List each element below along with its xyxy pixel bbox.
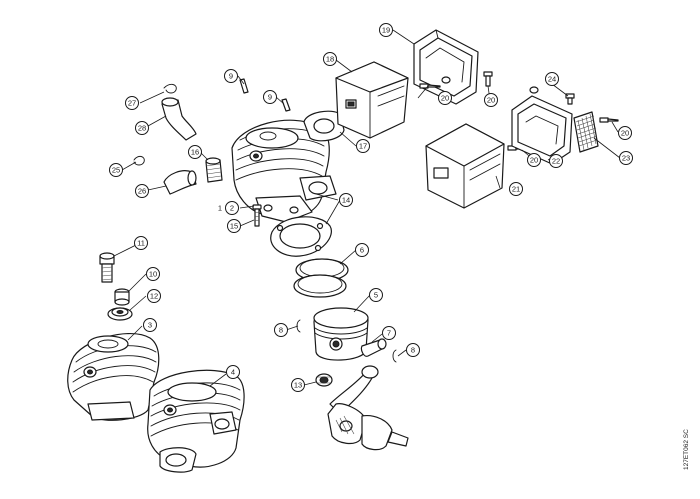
callout-label: 7 [387, 329, 391, 338]
callout-label: 9 [268, 93, 272, 102]
needle-cage [315, 373, 333, 387]
callout-label: 8 [411, 346, 415, 355]
callout-8-left: 8 [274, 323, 288, 337]
cylinder-assembly [231, 119, 337, 223]
callout-label: 28 [138, 124, 146, 133]
cylinder-screw [252, 204, 262, 227]
callout-label: 20 [487, 96, 495, 105]
callout-label: 20 [530, 156, 538, 165]
callout-label: 17 [359, 142, 367, 151]
callout-25: 25 [109, 163, 123, 177]
dowel-pins [239, 78, 291, 112]
elbow-connector-upper [161, 97, 197, 141]
callout-label: 24 [548, 75, 556, 84]
cylinder-head [67, 333, 160, 421]
callout-16: 16 [188, 145, 202, 159]
callout-12: 12 [147, 289, 161, 303]
piston-pin [360, 338, 387, 357]
callout-20-c: 20 [527, 153, 541, 167]
muffler-housing-rear [335, 61, 409, 139]
callout-label: 20 [621, 129, 629, 138]
callout-label: 10 [149, 270, 157, 279]
drawing-reference-code: 127ET062 SC [683, 429, 690, 470]
callout-label: 20 [441, 94, 449, 103]
callout-20-d: 20 [618, 126, 632, 140]
callout-label: 19 [382, 26, 390, 35]
callout-23: 23 [619, 151, 633, 165]
callout-17: 17 [356, 139, 370, 153]
callout-6: 6 [355, 243, 369, 257]
callout-label: 18 [326, 55, 334, 64]
callout-label: 11 [137, 239, 145, 248]
callout-label: 2 [230, 204, 234, 213]
cylinder-alt [147, 369, 245, 473]
callout-1-2: 1 2 [218, 201, 239, 215]
callout-18: 18 [323, 52, 337, 66]
callout-27: 27 [125, 96, 139, 110]
callout-20-b: 20 [484, 93, 498, 107]
callout-label: 5 [374, 291, 378, 300]
piston-rings [293, 258, 349, 298]
cover-screw [565, 93, 575, 105]
callout-label: 22 [552, 157, 560, 166]
callout-20-a: 20 [438, 91, 452, 105]
callout-21: 21 [509, 182, 523, 196]
callout-22: 22 [549, 154, 563, 168]
callout-label: 15 [230, 222, 238, 231]
spark-arrestor-screen [573, 111, 599, 153]
callout-10: 10 [146, 267, 160, 281]
callout-11: 11 [134, 236, 148, 250]
callout-label: 27 [128, 99, 136, 108]
callout-9-right: 9 [263, 90, 277, 104]
intake-fitting [205, 157, 223, 183]
callout-label: 6 [360, 246, 364, 255]
callout-8-right: 8 [406, 343, 420, 357]
callout-4: 4 [226, 365, 240, 379]
callout-label: 21 [512, 185, 520, 194]
callout-label: 3 [148, 321, 152, 330]
callout-14: 14 [339, 193, 353, 207]
callout-5: 5 [369, 288, 383, 302]
callout-7: 7 [382, 326, 396, 340]
callout-label: 12 [150, 292, 158, 301]
callout-15: 15 [227, 219, 241, 233]
callout-19: 19 [379, 23, 393, 37]
crankshaft [327, 365, 409, 451]
callout-label: 8 [279, 326, 283, 335]
piston [313, 307, 369, 361]
callout-label: 26 [138, 187, 146, 196]
hose-clip-upper [163, 83, 177, 94]
callout-9-left: 9 [224, 69, 238, 83]
callout-label: 13 [294, 381, 302, 390]
callout-label: 14 [342, 196, 350, 205]
callout-24: 24 [545, 72, 559, 86]
callout-28: 28 [135, 121, 149, 135]
callout-26: 26 [135, 184, 149, 198]
callout-label: 4 [231, 368, 235, 377]
plug [114, 288, 130, 306]
callout-3: 3 [143, 318, 157, 332]
decompression-valve [99, 252, 115, 283]
muffler-housing-front [425, 123, 505, 209]
spark-arrestor-cover [511, 86, 573, 165]
callout-label: 16 [191, 148, 199, 157]
callout-label: 1 [218, 204, 222, 213]
cylinder-gasket [270, 216, 332, 257]
callout-13: 13 [291, 378, 305, 392]
callout-label: 23 [622, 154, 630, 163]
callout-label: 25 [112, 166, 120, 175]
muffler-gasket [303, 110, 345, 142]
sealing-washer [107, 307, 133, 321]
callout-label: 9 [229, 72, 233, 81]
hose-clip-lower [133, 155, 145, 166]
elbow-connector-lower [163, 170, 197, 195]
